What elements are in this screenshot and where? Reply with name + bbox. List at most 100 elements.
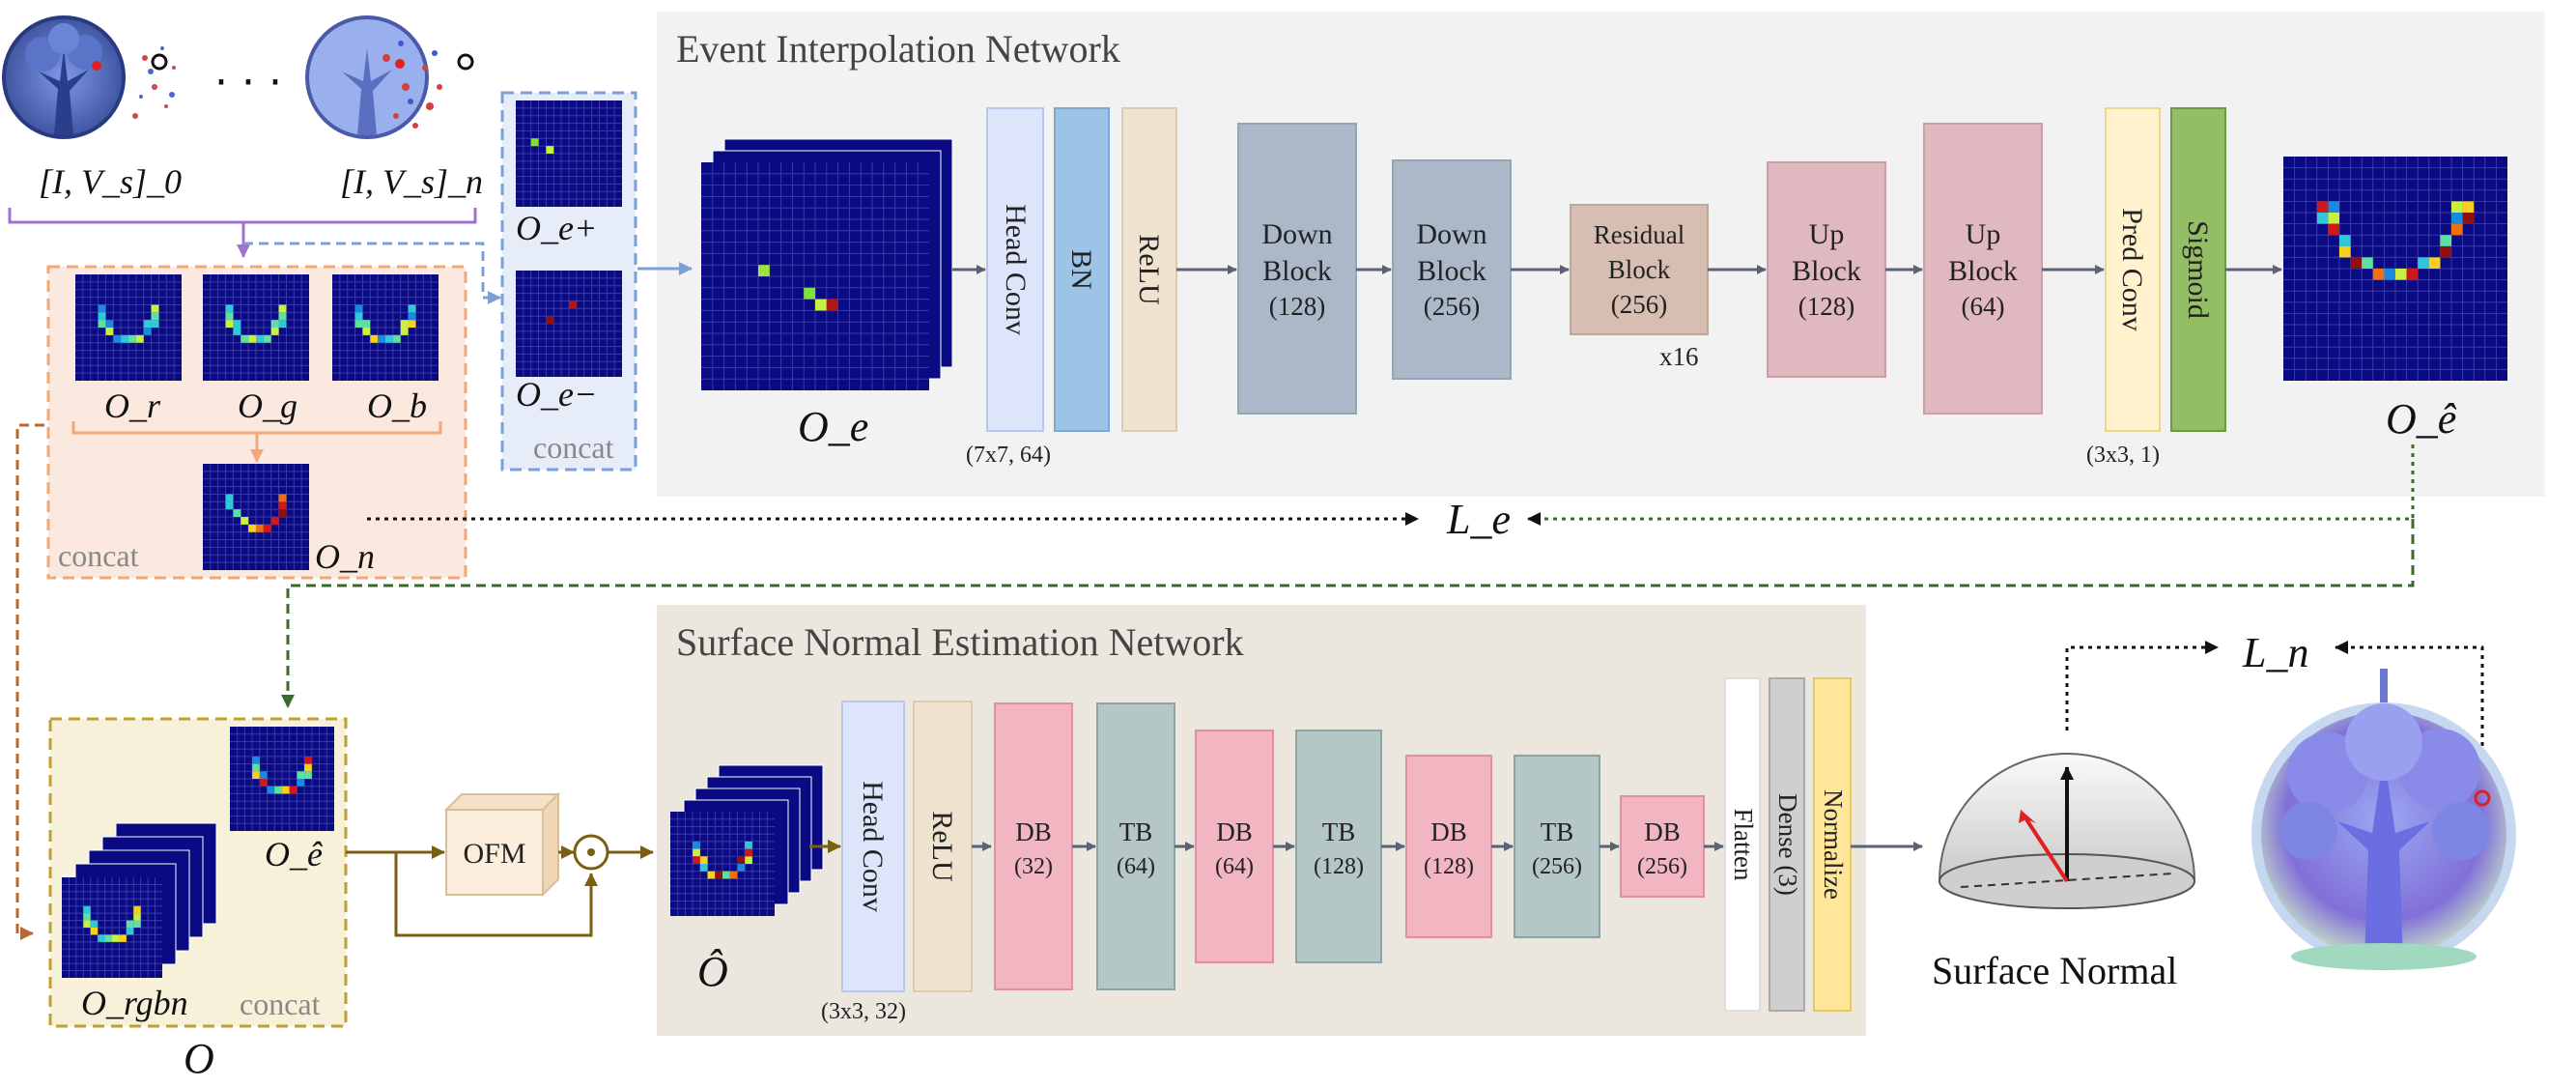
label-o-e-neg: O_e− xyxy=(516,375,597,414)
label-combined-o: O xyxy=(184,1035,214,1082)
map-e-neg xyxy=(516,271,622,377)
eint-relu: ReLU xyxy=(1121,107,1177,432)
event-concat-label: concat xyxy=(533,430,614,465)
sne-block-tb-4: TB (128) xyxy=(1295,730,1382,963)
sne-block-channels: (64) xyxy=(1117,854,1155,879)
label-combined-rgbn: O_rgbn xyxy=(81,984,188,1022)
svg-text:Sigmoid: Sigmoid xyxy=(2182,220,2214,319)
input-label-first: [I, V_s]_0 xyxy=(39,162,182,201)
map-g xyxy=(203,274,309,381)
inputs-to-event-arrow xyxy=(243,242,501,304)
eint-pred-conv-note: (3x3, 1) xyxy=(2086,443,2160,468)
label-o-b: O_b xyxy=(367,387,427,425)
sne-block-db-5: DB(128) xyxy=(1405,755,1492,938)
label-o-e-pos: O_e+ xyxy=(516,209,597,247)
svg-text:OFM: OFM xyxy=(463,838,525,870)
svg-text:Block: Block xyxy=(1417,255,1486,287)
normal-map-image xyxy=(2251,669,2516,970)
svg-text:Down: Down xyxy=(1261,218,1332,250)
map-ohat xyxy=(670,812,775,916)
oehat-to-le-arrow xyxy=(1527,444,2415,526)
svg-text:Block: Block xyxy=(1948,255,2018,287)
svg-text:ReLU: ReLU xyxy=(1133,234,1165,305)
sne-block-name: DB xyxy=(1644,817,1681,846)
dots-label: · · · xyxy=(214,58,282,107)
svg-text:(128): (128) xyxy=(1798,292,1854,321)
svg-text:Dense (3): Dense (3) xyxy=(1773,793,1802,896)
svg-text:Up: Up xyxy=(1966,218,2001,250)
sne-block-channels: (128) xyxy=(1314,854,1364,879)
combined-concat-label: concat xyxy=(240,987,321,1021)
skip-to-product-arrow xyxy=(394,852,598,937)
sne-head-conv: Head Conv xyxy=(841,701,905,992)
inputs-bracket xyxy=(8,208,477,224)
sne-block-channels: (256) xyxy=(1637,854,1687,879)
map-oe-hat xyxy=(2283,157,2507,381)
svg-text:Block: Block xyxy=(1262,255,1332,287)
label-o-ehat: O_ê xyxy=(2386,395,2457,443)
svg-text:Pred Conv: Pred Conv xyxy=(2116,208,2148,331)
svg-text:Up: Up xyxy=(1809,218,1845,250)
map-e-pos xyxy=(516,100,622,207)
svg-text:ReLU: ReLU xyxy=(926,811,958,882)
label-o-n: O_n xyxy=(315,537,375,576)
gt-to-ln-arrow xyxy=(2335,641,2484,798)
svg-text:Flatten: Flatten xyxy=(1729,809,1758,881)
map-combined-e-hat xyxy=(230,727,334,831)
eint-title: Event Interpolation Network xyxy=(676,27,1120,71)
map-rgbn xyxy=(62,877,162,978)
map-b xyxy=(332,274,439,381)
svg-text:(256): (256) xyxy=(1424,292,1480,321)
dome-to-ln-arrow xyxy=(2065,641,2219,730)
eint-head-conv: Head Conv xyxy=(986,107,1044,432)
eint-residual-repeat: x16 xyxy=(1659,342,1699,371)
eint-bn: BN xyxy=(1054,107,1110,432)
ofm-block: OFM xyxy=(443,791,561,898)
input-image-first xyxy=(2,15,176,139)
svg-text:(64): (64) xyxy=(1962,292,2005,321)
sne-block-channels: (64) xyxy=(1215,854,1254,879)
eint-pred-conv: Pred Conv xyxy=(2105,107,2161,432)
sne-block-name: TB xyxy=(1322,817,1356,846)
eint-head-conv-note: (7x7, 64) xyxy=(966,443,1051,468)
map-oe xyxy=(701,162,929,390)
sne-relu: ReLU xyxy=(913,701,973,992)
rgb-concat-label: concat xyxy=(58,538,139,573)
surface-normal-label: Surface Normal xyxy=(1932,949,2177,992)
sne-dense: Dense (3) xyxy=(1769,677,1805,1012)
loss-e: L_e xyxy=(1446,496,1511,543)
sne-block-name: DB xyxy=(1015,817,1052,846)
input-image-last xyxy=(305,15,474,139)
sne-block-name: DB xyxy=(1216,817,1253,846)
sne-block-name: DB xyxy=(1430,817,1467,846)
svg-text:Block: Block xyxy=(1792,255,1861,287)
sne-blocks: DB(32)TB(64)DB(64)TB(128)DB(128)TB(256)D… xyxy=(994,702,1724,990)
svg-text:BN: BN xyxy=(1065,249,1097,290)
svg-text:Head Conv: Head Conv xyxy=(857,781,889,912)
eint-sigmoid: Sigmoid xyxy=(2170,107,2226,432)
sne-block-channels: (32) xyxy=(1014,854,1053,879)
eint-residual-block: Residual Block (256) xyxy=(1570,204,1709,335)
sne-title: Surface Normal Estimation Network xyxy=(676,620,1244,664)
label-o-r: O_r xyxy=(104,387,161,425)
surface-normal-hemisphere xyxy=(1938,753,2196,909)
label-o-g: O_g xyxy=(238,387,297,425)
sne-block-tb-6: TB(256) xyxy=(1514,755,1600,938)
svg-text:(256): (256) xyxy=(1611,290,1667,319)
map-n xyxy=(203,464,309,570)
sne-block-db-7: DB (256) xyxy=(1620,795,1705,898)
sne-head-conv-note: (3x3, 32) xyxy=(821,999,906,1024)
svg-text:Normalize: Normalize xyxy=(1819,789,1848,900)
svg-text:Residual: Residual xyxy=(1594,220,1685,249)
sne-block-name: TB xyxy=(1119,817,1153,846)
eint-up-block-2: Up Block (64) xyxy=(1923,123,2043,415)
label-o-e: O_e xyxy=(798,403,868,450)
elementwise-product-icon xyxy=(573,834,609,871)
sne-flatten: Flatten xyxy=(1724,677,1761,1012)
svg-text:(128): (128) xyxy=(1269,292,1325,321)
map-r xyxy=(75,274,182,381)
svg-text:Block: Block xyxy=(1608,255,1671,284)
svg-text:Down: Down xyxy=(1416,218,1486,250)
eint-up-block-1: Up Block (128) xyxy=(1767,161,1886,378)
sne-block-tb-2: TB (64) xyxy=(1096,702,1175,990)
